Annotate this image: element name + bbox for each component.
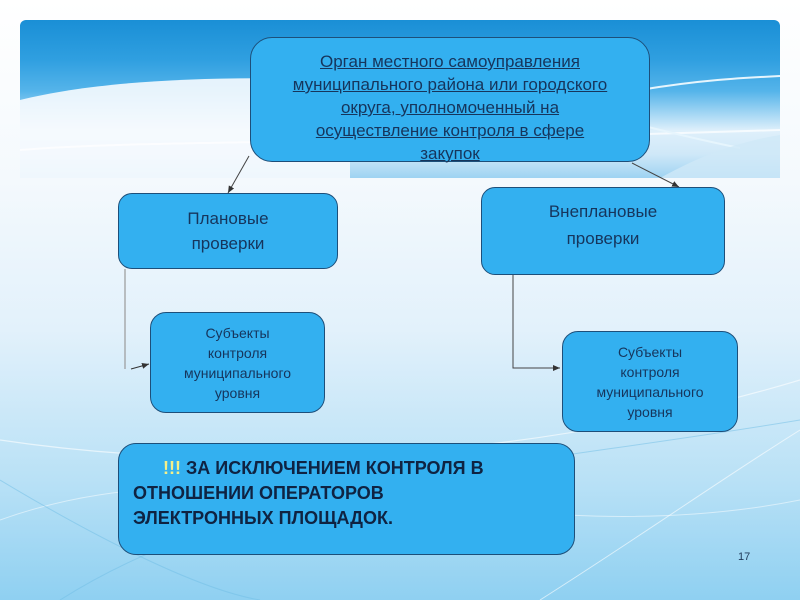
node-label: проверки: [566, 229, 640, 248]
root-node-line: закупок: [420, 144, 480, 163]
root-node-line: Орган местного самоуправления: [320, 52, 580, 71]
node-label: муниципального: [596, 383, 704, 400]
root-node-line: осуществление контроля в сфере: [315, 121, 585, 140]
slide-page-number: 17: [738, 551, 751, 563]
node-label: Субъекты: [617, 343, 683, 360]
node-label: уровня: [214, 384, 261, 401]
node-label: Плановые: [187, 209, 269, 228]
root-node-line: муниципального района или городского: [292, 75, 608, 94]
node-label: Внеплановые: [548, 202, 658, 221]
node-label: контроля: [207, 344, 268, 361]
note-line-2: ОТНОШЕНИИ ОПЕРАТОРОВ: [133, 483, 384, 503]
note-line-3: ЭЛЕКТРОННЫХ ПЛОЩАДОК.: [133, 508, 393, 528]
note-exception-box: !!! ЗА ИСКЛЮЧЕНИЕМ КОНТРОЛЯ В ОТНОШЕНИИ …: [118, 443, 575, 555]
note-text: ЗА ИСКЛЮЧЕНИЕМ КОНТРОЛЯ В: [186, 458, 484, 478]
node-label: Субъекты: [205, 324, 270, 341]
node-subjects-left: Субъекты контроля муниципального уровня: [150, 312, 325, 413]
root-node-line: округа, уполномоченный на: [340, 98, 560, 117]
node-label: контроля: [620, 363, 680, 380]
node-label: уровня: [627, 403, 673, 420]
node-unplanned-inspections: Внеплановые проверки: [481, 187, 725, 275]
node-subjects-right: Субъекты контроля муниципального уровня: [562, 331, 738, 432]
root-node-local-authority: Орган местного самоуправления муниципаль…: [250, 37, 650, 163]
node-planned-inspections: Плановые проверки: [118, 193, 338, 269]
exclamation-marks: !!!: [163, 458, 181, 478]
node-label: муниципального: [183, 364, 292, 381]
node-label: проверки: [191, 234, 265, 253]
note-line-1: !!! ЗА ИСКЛЮЧЕНИЕМ КОНТРОЛЯ В: [133, 456, 484, 481]
